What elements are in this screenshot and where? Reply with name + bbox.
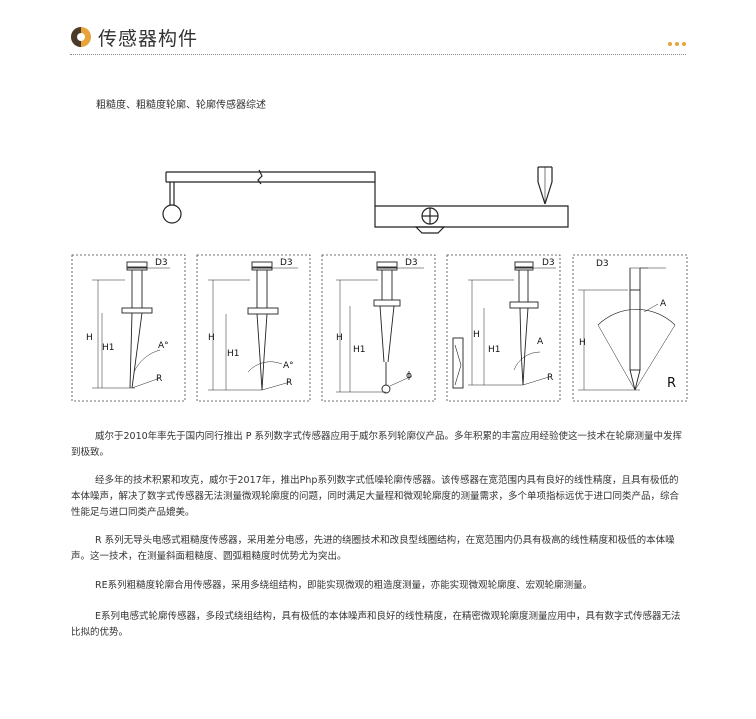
section-subtitle: 粗糙度、粗糙度轮廓、轮廓传感器综述 — [96, 100, 266, 111]
sensor-arm-assembly — [162, 166, 569, 234]
a-label: A — [660, 299, 667, 309]
paragraph-re-series: RE系列粗糙度轮廓合用传感器，采用多绕组结构，即能实现微观的粗造度测量，亦能实现… — [95, 580, 593, 591]
r-label: R — [156, 374, 162, 384]
sensor-profile-5 — [578, 267, 676, 391]
dot — [668, 42, 672, 46]
a-deg-label: A° — [158, 341, 169, 351]
dot — [682, 42, 686, 46]
a-deg-label: A° — [283, 361, 294, 371]
paragraph-p-series: 威尔于2010年率先于国内同行推出 P 系列数字式传感器应用于威尔系列轮廓仪产品… — [71, 431, 682, 458]
sensor-profile-1 — [92, 261, 170, 389]
detail-frames — [71, 254, 688, 402]
sensor-profile-3 — [336, 261, 424, 394]
h1-label: H1 — [353, 345, 366, 355]
paragraph-php-series: 经多年的技术积累和攻克，威尔于2017年，推出Php系列数字式低噪轮廓传感器。该… — [71, 475, 680, 518]
page-title: 传感器构件 — [98, 28, 199, 50]
h-label: H — [208, 333, 215, 343]
d3-label: D3 — [405, 258, 418, 268]
dot — [675, 42, 679, 46]
h-label: H — [336, 333, 343, 343]
d3-label: D3 — [280, 258, 293, 268]
d3-label: D3 — [542, 258, 555, 268]
a-label: A — [537, 337, 544, 347]
header-dots — [668, 42, 686, 46]
paragraph-e-series: E系列电感式轮廓传感器，多段式绕组结构，具有极低的本体噪声和良好的线性精度，在精… — [71, 611, 681, 638]
sensor-profile-4 — [452, 261, 556, 389]
h1-label: H1 — [227, 349, 240, 359]
d3-label: D3 — [155, 258, 168, 268]
d3-label: D3 — [596, 259, 609, 269]
sensor-profile-2 — [208, 261, 298, 391]
h-label: H — [86, 333, 93, 343]
h-label: H — [579, 338, 586, 348]
r-label: R — [286, 378, 292, 388]
section-logo-icon — [71, 27, 91, 47]
paragraph-r-series: R 系列无导头电感式粗糙度传感器，采用差分电感，先进的绕圈技术和改良型线圈结构，… — [71, 535, 675, 562]
r-label: R — [547, 373, 553, 383]
header-divider — [70, 54, 686, 55]
h1-label: H1 — [488, 345, 501, 355]
r-label: R — [667, 376, 676, 391]
h-label: H — [473, 330, 480, 340]
section-header: 传感器构件 — [70, 20, 686, 56]
h1-label: H1 — [102, 343, 115, 353]
phi-label: ϕ — [406, 371, 412, 381]
